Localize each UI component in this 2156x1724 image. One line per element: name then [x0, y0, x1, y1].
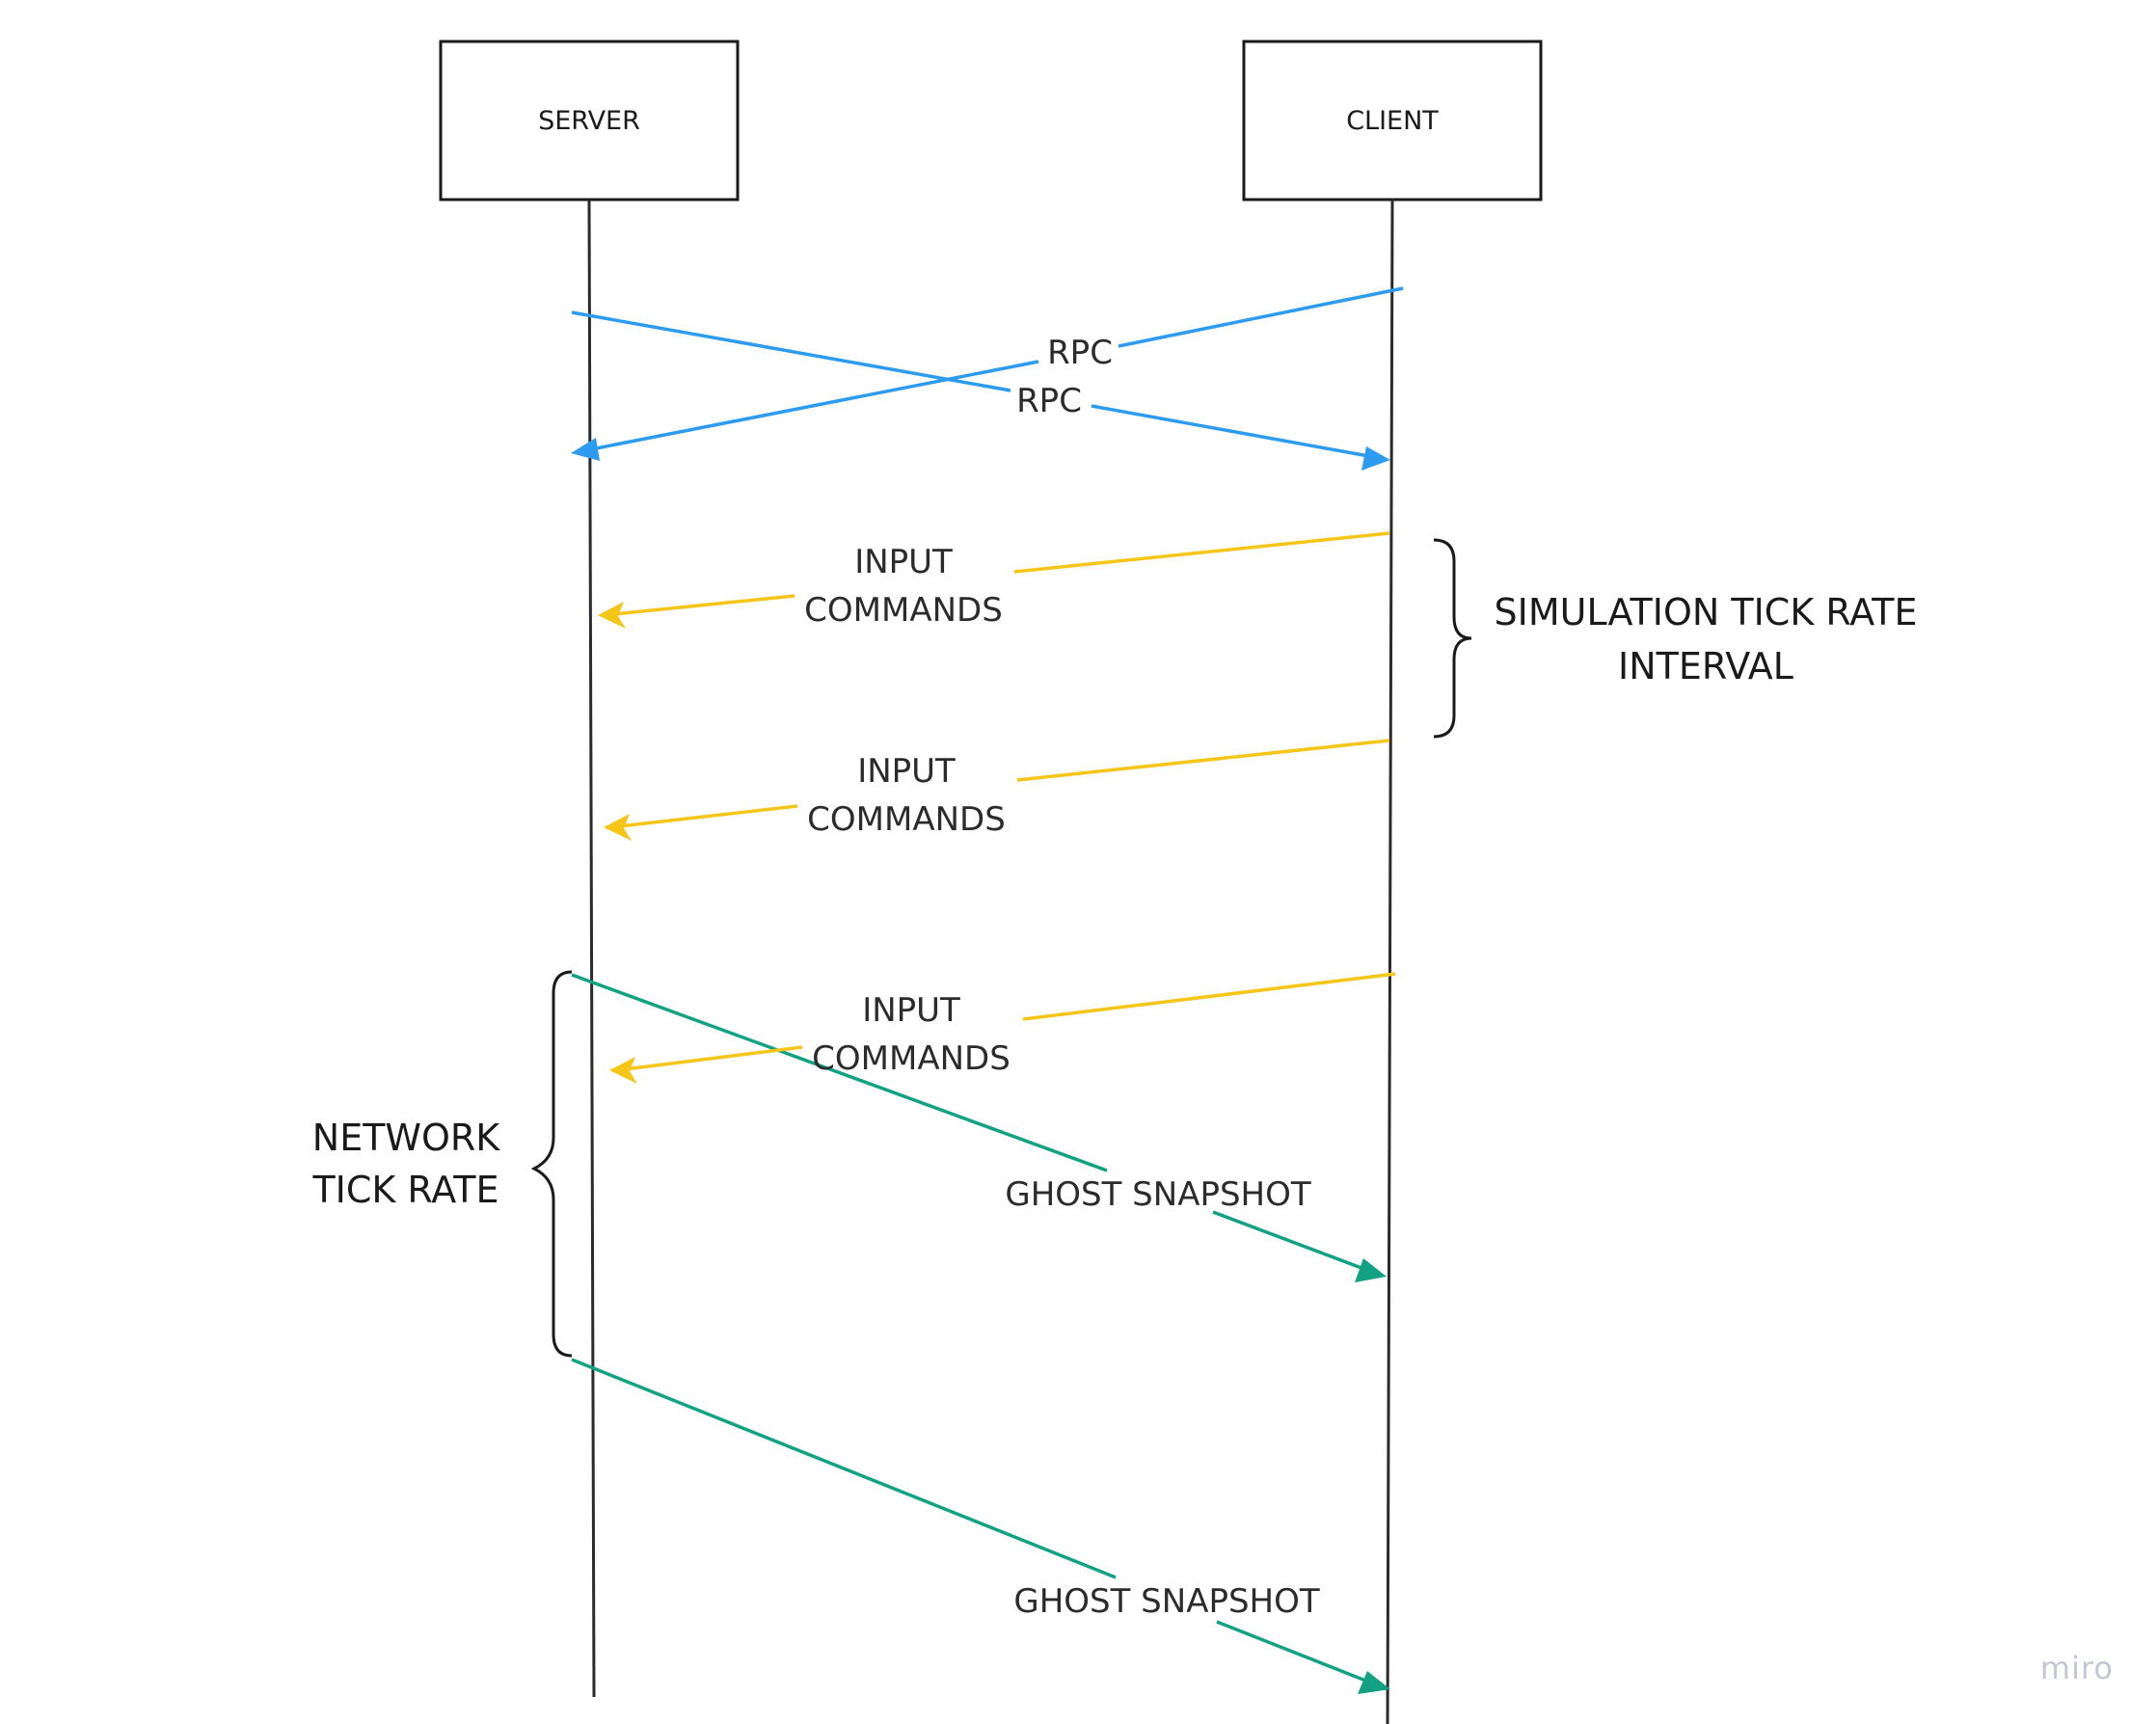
rpc-label-client-to-server: RPC [1047, 334, 1113, 372]
miro-logo: miro [2040, 1650, 2114, 1686]
input-commands-label-1: INPUT [854, 543, 953, 581]
ghost-snapshot-label-2: GHOST SNAPSHOT [1013, 1582, 1320, 1621]
simulation-interval-label: INTERVAL [1618, 645, 1793, 687]
rpc-message-server-to-client [571, 310, 1390, 471]
client-lifeline [1386, 199, 1394, 1724]
server-box [439, 40, 740, 202]
client-participant: CLIENT [1242, 40, 1543, 202]
input-commands-label-3-line2: COMMANDS [812, 1039, 1011, 1078]
network-label: NETWORK [312, 1117, 501, 1159]
server-label: SERVER [538, 106, 640, 136]
tick-rate-label: TICK RATE [311, 1169, 499, 1211]
input-commands-message-1 [598, 531, 1390, 629]
client-box [1242, 40, 1543, 202]
rpc-label-server-to-client: RPC [1016, 382, 1082, 420]
client-label: CLIENT [1346, 106, 1439, 136]
arrowhead-icon [1355, 1258, 1387, 1282]
arrowhead-icon [1361, 446, 1390, 471]
simulation-interval-brace [1433, 538, 1472, 739]
input-commands-message-2 [604, 739, 1390, 841]
ghost-snapshot-label-1: GHOST SNAPSHOT [1005, 1175, 1311, 1214]
server-participant: SERVER [439, 40, 740, 202]
arrowhead-icon [609, 1057, 637, 1084]
server-lifeline [587, 199, 596, 1698]
arrowhead-icon [571, 438, 600, 461]
input-commands-message-3 [609, 972, 1396, 1084]
input-commands-label-3: INPUT [862, 991, 960, 1030]
ghost-snapshot-message-2 [571, 1358, 1390, 1694]
input-commands-label-2: INPUT [857, 752, 956, 791]
arrowhead-icon [1358, 1671, 1390, 1694]
network-tick-rate-brace [530, 970, 573, 1358]
ghost-snapshot-message-1 [571, 973, 1387, 1282]
arrowhead-icon [598, 602, 626, 629]
arrowhead-icon [604, 814, 632, 841]
input-commands-label-2-line2: COMMANDS [807, 800, 1006, 839]
rpc-message-client-to-server [571, 286, 1404, 461]
simulation-tick-rate-label: SIMULATION TICK RATE [1495, 591, 1918, 633]
input-commands-label-1-line2: COMMANDS [804, 591, 1003, 630]
